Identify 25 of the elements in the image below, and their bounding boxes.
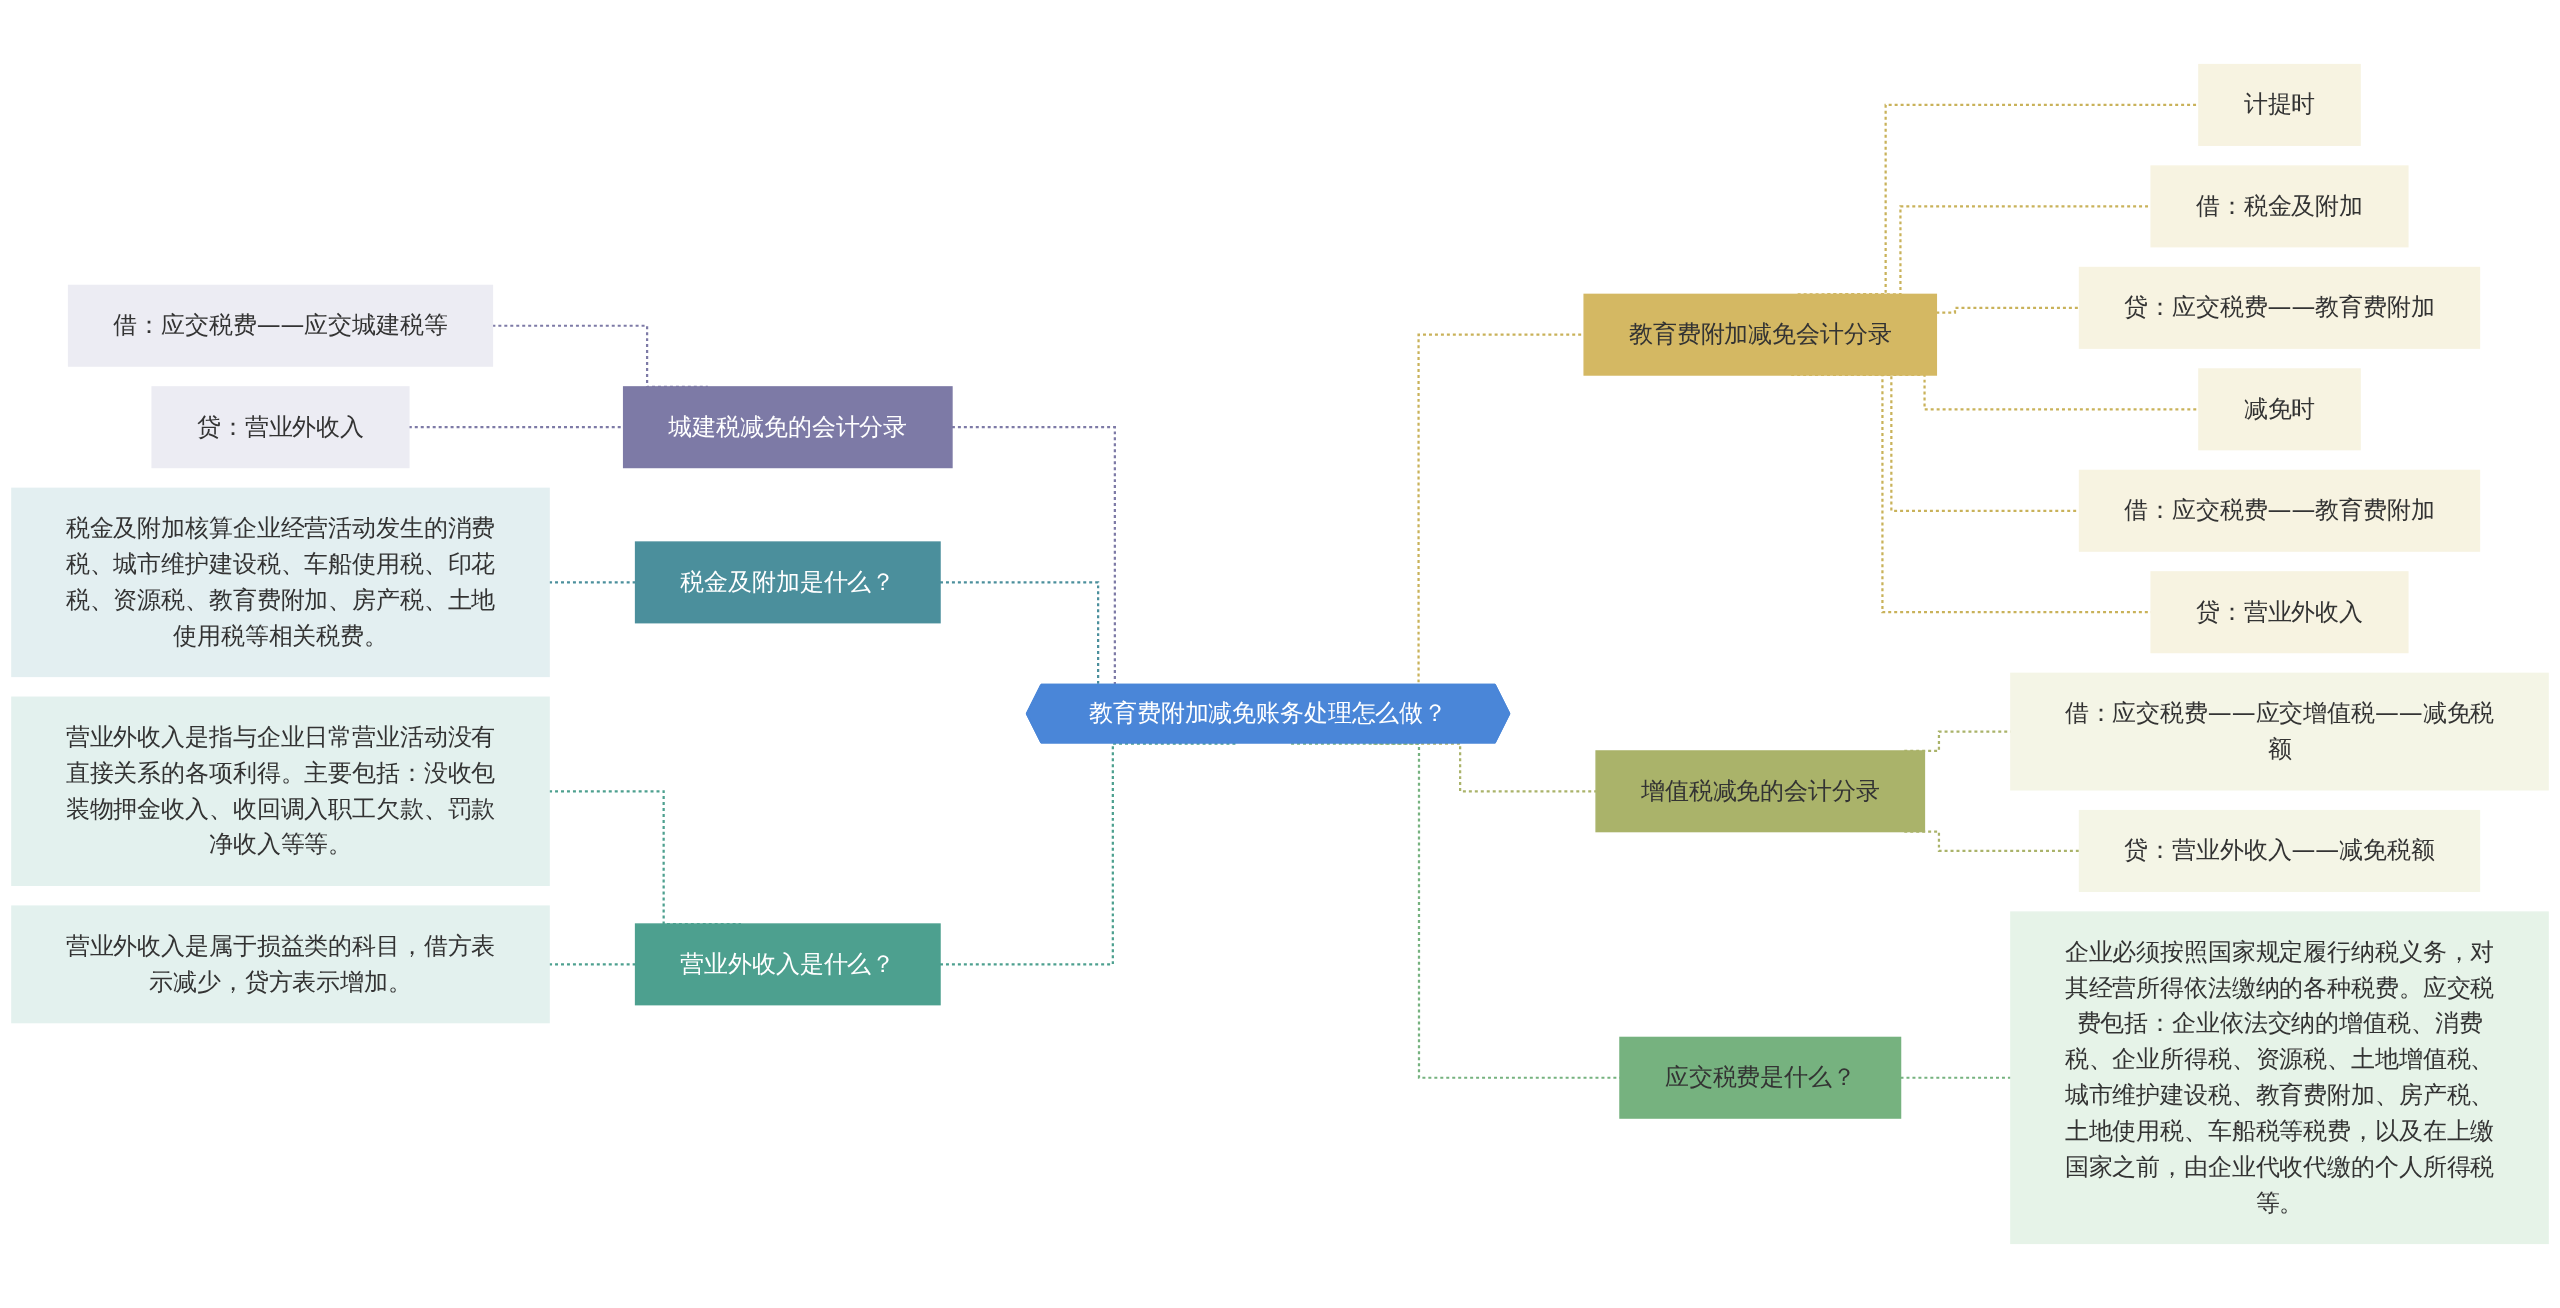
node-box: 营业外收入是指与企业日常营业活动没有直接关系的各项利得。主要包括：没收包装物押金收入、收回调入职工欠款、罚款净收入等等。 bbox=[11, 696, 550, 886]
node-box: 计提时 bbox=[2198, 63, 2361, 146]
node-box: 城建税减免的会计分录 bbox=[622, 386, 953, 469]
connector bbox=[408, 426, 624, 429]
node-box: 借：税金及附加 bbox=[2150, 165, 2409, 248]
node-box: 营业外收入是什么？ bbox=[634, 923, 941, 1006]
node-box: 企业必须按照国家规定履行纳税义务，对其经营所得依法缴纳的各种税费。应交税费包括：企业依法交纳的增值税、消费税、企业所得税、资源税、土地增值税、城市维护建设税、教育费附加、房产税、土地使用税、车船税等税费，以及在上缴国家之前，由企业代收代缴的个人所得税等。 bbox=[2010, 911, 2549, 1245]
connector bbox=[549, 963, 636, 966]
connector bbox=[1900, 1076, 2011, 1079]
node-box: 贷：营业外收入 bbox=[151, 386, 410, 469]
connector bbox=[1936, 306, 2080, 314]
node-box: 营业外收入是属于损益类的科目，借方表示减少，贷方表示增加。 bbox=[11, 905, 550, 1024]
node-box: 借：应交税费——应交城建税等 bbox=[67, 284, 494, 367]
node-box: 税金及附加是什么？ bbox=[634, 541, 941, 624]
node-box: 应交税费是什么？ bbox=[1619, 1036, 1902, 1119]
node-box: 贷：营业外收入 bbox=[2150, 571, 2409, 654]
connector bbox=[549, 581, 636, 584]
node-box: 借：应交税费——教育费附加 bbox=[2078, 469, 2481, 552]
node-box: 税金及附加核算企业经营活动发生的消费税、城市维护建设税、车船使用税、印花税、资源税、教育费附加、房产税、土地使用税等相关税费。 bbox=[11, 487, 550, 678]
node-box: 贷：营业外收入——减免税额 bbox=[2078, 809, 2481, 892]
node-box: 借：应交税费——应交增值税——减免税额 bbox=[2010, 672, 2549, 791]
node-box: 增值税减免的会计分录 bbox=[1595, 750, 1926, 833]
node-box: 贷：应交税费——教育费附加 bbox=[2078, 266, 2481, 349]
node-box: 减免时 bbox=[2198, 368, 2361, 451]
node-box: 教育费附加减免会计分录 bbox=[1583, 293, 1938, 376]
